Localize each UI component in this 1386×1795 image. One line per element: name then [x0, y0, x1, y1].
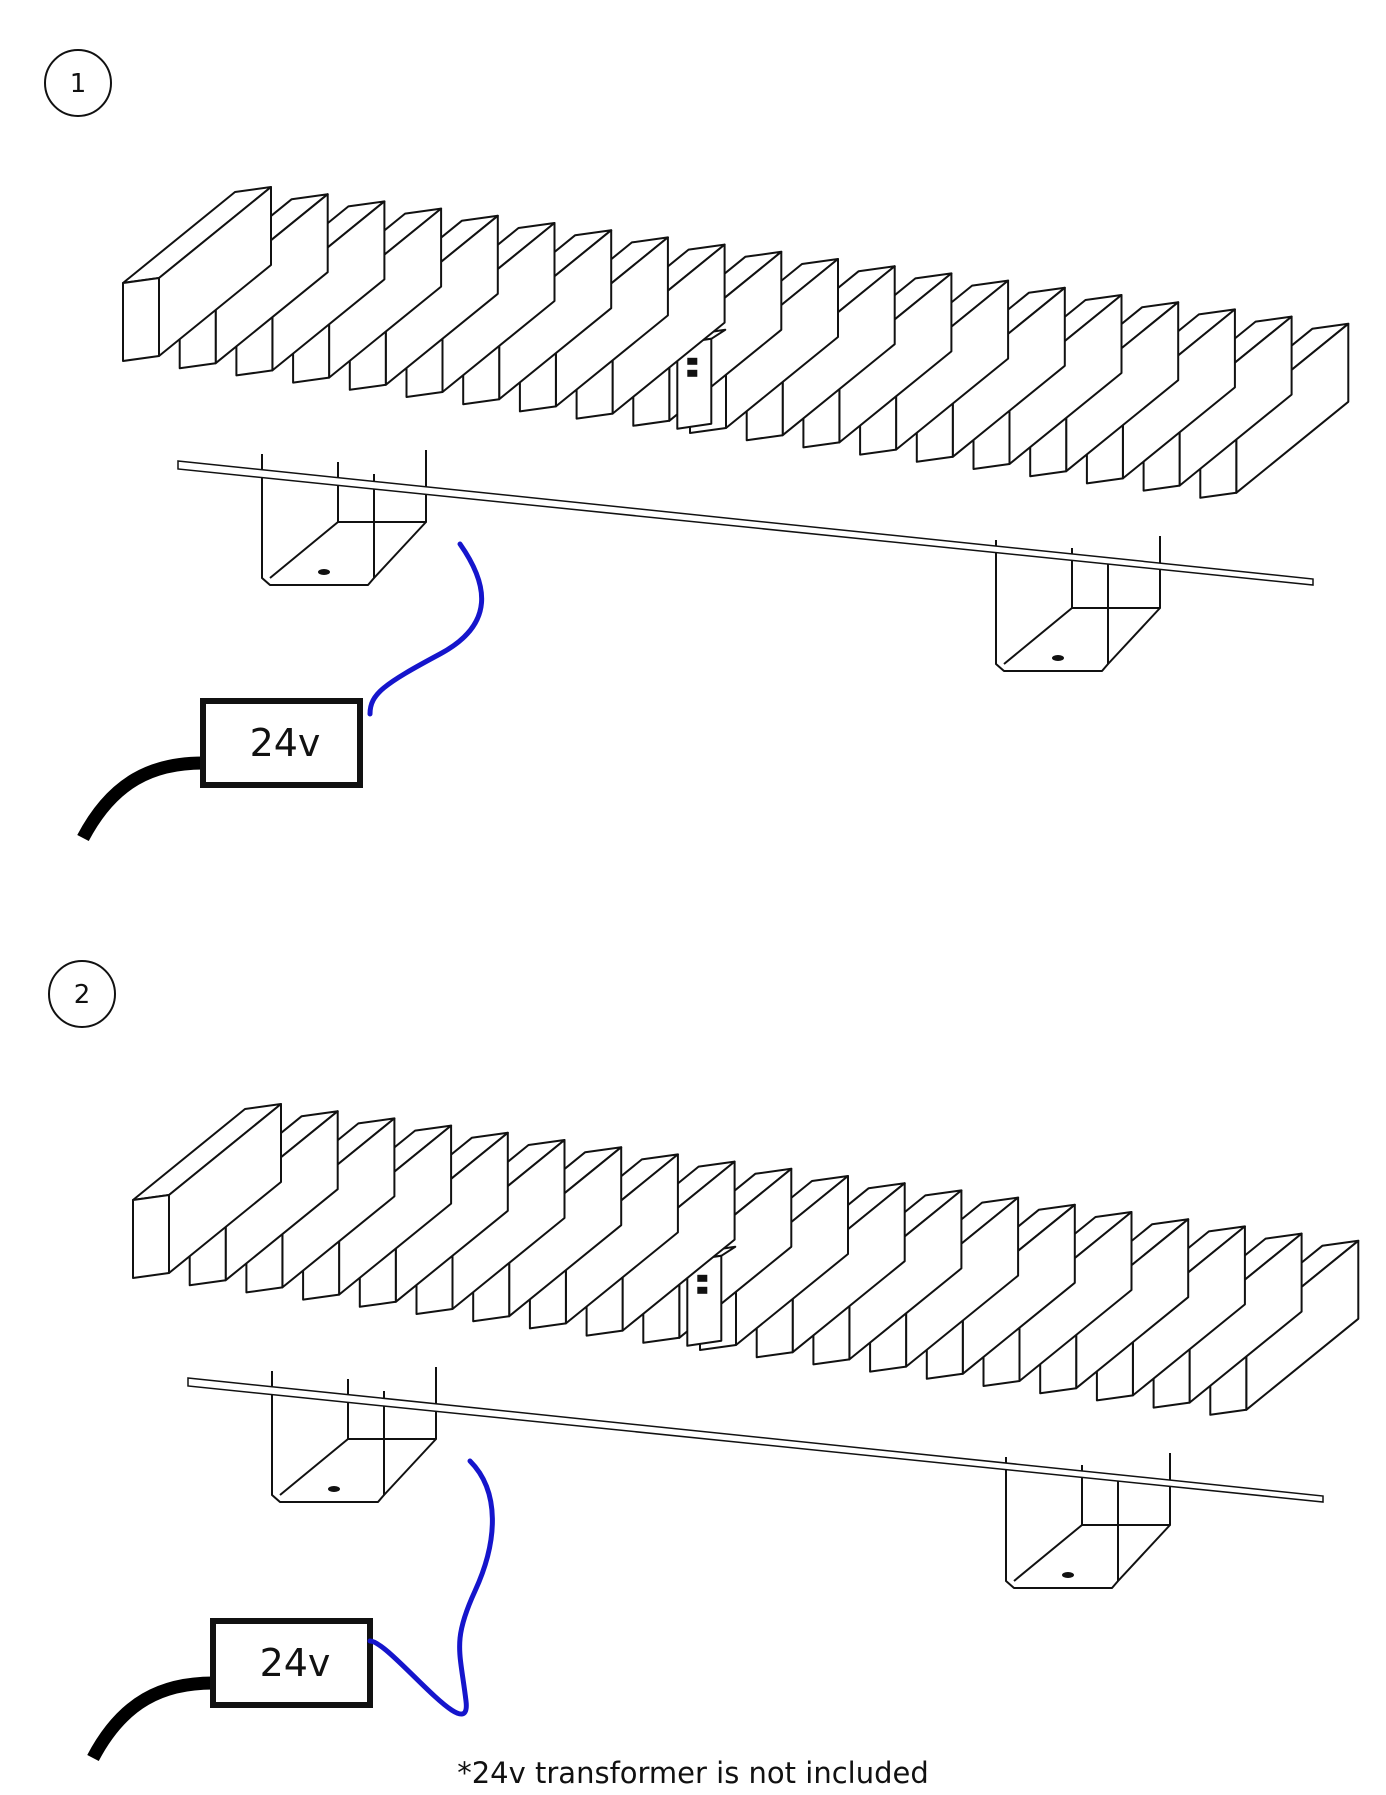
control-box-port [687, 357, 698, 365]
leg-inner-edge [1013, 1453, 1171, 1582]
leg-base-edge [1117, 1524, 1171, 1582]
mains-cable [87, 1676, 214, 1762]
step-number-circle [44, 49, 112, 117]
transformer-box [210, 1618, 373, 1708]
right-leg [1005, 1453, 1171, 1589]
bench-slat [132, 1103, 282, 1279]
leg-outer-edge [261, 454, 375, 586]
right-leg [995, 536, 1161, 672]
leg-anchor-hole [1052, 655, 1064, 661]
transformer-box [200, 698, 363, 788]
transformer-footnote: *24v transformer is not included [457, 1756, 929, 1790]
leg-base-edge [1107, 607, 1161, 665]
step-2-illustration: 2 24v [48, 960, 1360, 1762]
leg-outer-edge [1005, 1457, 1119, 1589]
transformer-label: 24v [260, 1641, 331, 1685]
bench-slat [122, 186, 272, 362]
mains-cable [77, 756, 204, 842]
step-number: 2 [74, 980, 91, 1010]
low-voltage-cable [367, 1458, 495, 1717]
step-number: 1 [70, 69, 87, 99]
transformer-label: 24v [250, 721, 321, 765]
leg-inner-edge [269, 450, 427, 579]
leg-outer-edge [271, 1371, 385, 1503]
leg-base-edge [373, 521, 427, 579]
bench-rail [177, 460, 1314, 586]
control-box-port [687, 369, 698, 377]
left-leg [271, 1367, 437, 1503]
leg-anchor-hole [328, 1486, 340, 1492]
slat-front [122, 277, 160, 362]
step-1-illustration: 1 24v [44, 49, 1350, 842]
left-leg [261, 450, 427, 586]
leg-base-edge [383, 1438, 437, 1496]
leg-outer-edge [995, 540, 1109, 672]
bench-rail [187, 1377, 1324, 1503]
leg-inner-edge [1003, 536, 1161, 665]
step-number-circle [48, 960, 116, 1028]
low-voltage-cable [367, 541, 485, 717]
leg-anchor-hole [1062, 1572, 1074, 1578]
leg-inner-edge [279, 1367, 437, 1496]
leg-anchor-hole [318, 569, 330, 575]
slat-front [132, 1194, 170, 1279]
control-box-port [697, 1274, 708, 1282]
control-box-port [697, 1286, 708, 1294]
